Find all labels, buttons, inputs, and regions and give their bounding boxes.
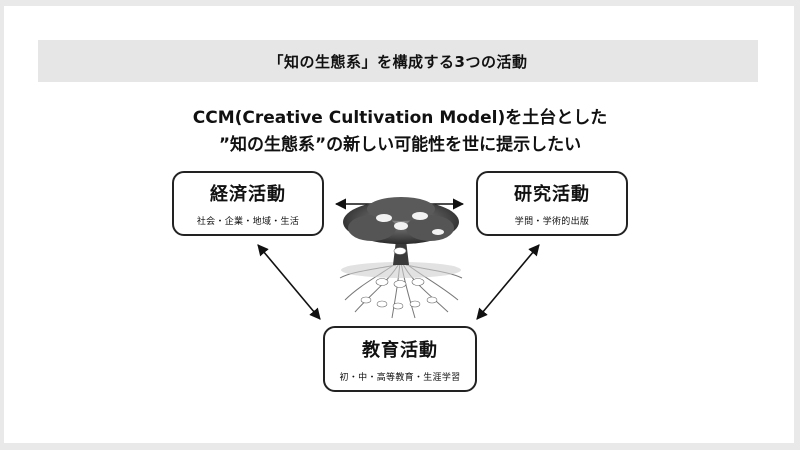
page-title: 「知の生態系」を構成する3つの活動 xyxy=(268,52,528,71)
headline-line-2: ”知の生態系”の新しい可能性を世に提示したい xyxy=(218,135,582,155)
tree-illustration xyxy=(339,197,463,319)
economic-activity-box: 経済活動 社会・企業・地域・生活 xyxy=(172,171,324,236)
research-activity-detail: 学問・学術的出版 xyxy=(514,217,590,227)
title-bar: 「知の生態系」を構成する3つの活動 xyxy=(38,40,758,82)
headline-line-1: CCM(Creative Cultivation Model)を土台とした xyxy=(192,108,608,128)
bidirectional-arrow xyxy=(257,244,321,320)
headline: CCM(Creative Cultivation Model)を土台とした ”知… xyxy=(0,105,800,159)
education-activity-name: 教育活動 xyxy=(362,339,438,361)
research-activity-box: 研究活動 学問・学術的出版 xyxy=(476,171,628,236)
economic-activity-detail: 社会・企業・地域・生活 xyxy=(196,217,300,227)
economic-activity-name: 経済活動 xyxy=(210,184,286,205)
research-activity-name: 研究活動 xyxy=(514,184,590,205)
bidirectional-arrow xyxy=(476,244,540,320)
education-activity-box: 教育活動 初・中・高等教育・生涯学習 xyxy=(323,326,477,392)
education-activity-detail: 初・中・高等教育・生涯学習 xyxy=(339,372,461,383)
